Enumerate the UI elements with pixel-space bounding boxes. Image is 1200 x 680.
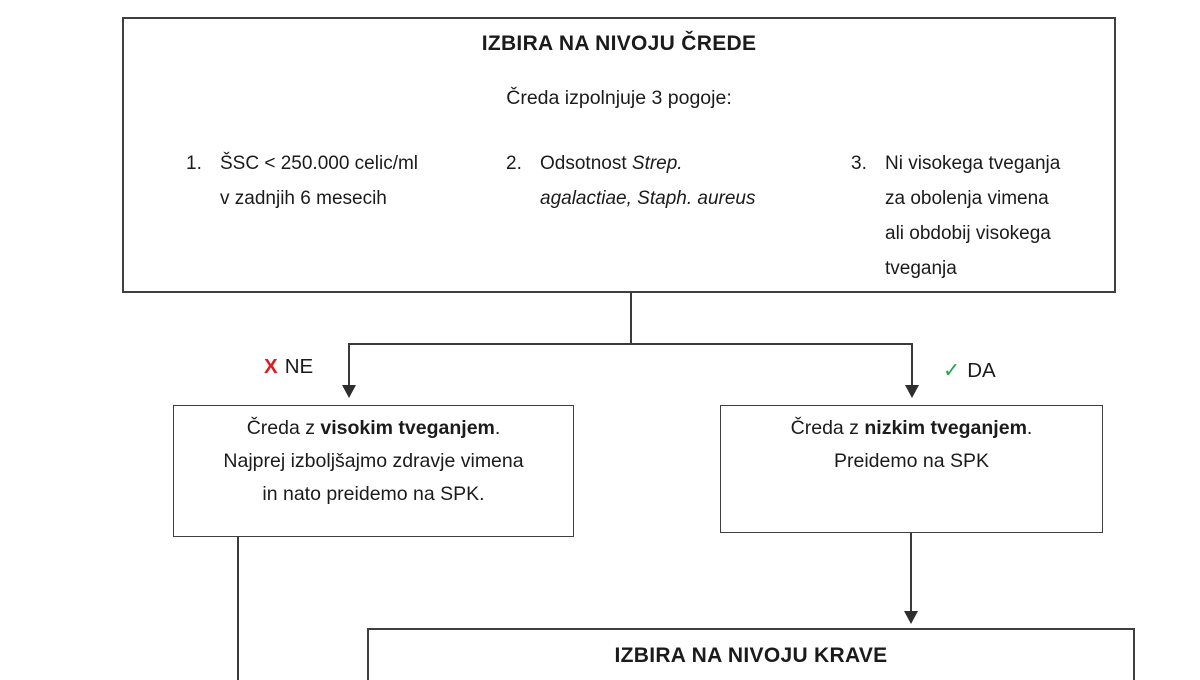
condition-3-line-2: za obolenja vimena	[885, 188, 1049, 209]
condition-3-number: 3.	[851, 153, 867, 174]
condition-2-number: 2.	[506, 153, 522, 174]
low-risk-line-1-bold: nizkim tveganjem	[864, 417, 1027, 439]
herd-level-box: IZBIRA NA NIVOJU ČREDE Čreda izpolnjuje …	[122, 17, 1116, 293]
connector-branch-no	[348, 343, 350, 386]
branch-no-text: NE	[284, 355, 314, 378]
condition-2-line-1-italic: Strep.	[631, 153, 683, 174]
check-mark-icon: ✓	[943, 359, 961, 382]
low-risk-box: Čreda z nizkim tveganjem. Preidemo na SP…	[720, 405, 1103, 533]
condition-3-line-4: tveganja	[885, 258, 957, 279]
condition-1: 1. ŠSC < 250.000 celic/ml v zadnjih 6 me…	[186, 146, 486, 216]
herd-box-subtitle: Čreda izpolnjuje 3 pogoje:	[506, 87, 732, 109]
cow-level-box: IZBIRA NA NIVOJU KRAVE	[367, 628, 1135, 680]
condition-1-text: ŠSC < 250.000 celic/ml v zadnjih 6 mesec…	[220, 146, 418, 216]
condition-2-text: Odsotnost Strep. agalactiae, Staph. aure…	[540, 146, 756, 216]
cow-box-title: IZBIRA NA NIVOJU KRAVE	[614, 644, 888, 667]
condition-2: 2. Odsotnost Strep. agalactiae, Staph. a…	[506, 146, 836, 216]
low-risk-line-1-suffix: .	[1026, 417, 1033, 439]
connector-crossbar	[348, 343, 912, 345]
high-risk-line-1-bold: visokim tveganjem	[320, 417, 495, 439]
arrowhead-no-icon	[342, 385, 356, 398]
condition-1-line-2: v zadnjih 6 mesecih	[220, 188, 387, 209]
low-risk-line-1-prefix: Čreda z	[790, 417, 865, 439]
low-risk-line-2: Preidemo na SPK	[833, 450, 989, 472]
high-risk-line-2: Najprej izboljšajmo zdravje vimena	[223, 450, 524, 472]
low-risk-line-1: Čreda z nizkim tveganjem.	[791, 417, 1033, 439]
connector-stem	[630, 292, 632, 343]
condition-2-line-2-italic: agalactiae, Staph. aureus	[540, 188, 756, 209]
condition-3-text: Ni visokega tveganja za obolenja vimena …	[885, 146, 1060, 286]
branch-label-no: X NE	[264, 355, 313, 379]
condition-3: 3. Ni visokega tveganja za obolenja vime…	[851, 146, 1116, 286]
high-risk-line-1-prefix: Čreda z	[246, 417, 321, 439]
branch-yes-text: DA	[967, 359, 996, 382]
arrowhead-cow-icon	[904, 611, 918, 624]
connector-high-risk-drop	[237, 537, 239, 680]
branch-label-yes: ✓ DA	[943, 358, 996, 383]
high-risk-line-3: in nato preidemo na SPK.	[262, 483, 485, 505]
high-risk-line-1: Čreda z visokim tveganjem.	[247, 417, 501, 439]
condition-3-line-1: Ni visokega tveganja	[885, 153, 1061, 174]
herd-box-title: IZBIRA NA NIVOJU ČREDE	[481, 32, 757, 55]
condition-1-line-1: ŠSC < 250.000 celic/ml	[220, 153, 419, 174]
high-risk-line-1-suffix: .	[494, 417, 501, 439]
condition-3-line-3: ali obdobij visokega	[885, 223, 1051, 244]
condition-1-number: 1.	[186, 153, 202, 174]
high-risk-text: Čreda z visokim tveganjem. Najprej izbol…	[174, 412, 573, 511]
connector-branch-yes	[911, 343, 913, 386]
low-risk-text: Čreda z nizkim tveganjem. Preidemo na SP…	[721, 412, 1102, 478]
connector-low-risk-drop	[910, 533, 912, 613]
arrowhead-yes-icon	[905, 385, 919, 398]
high-risk-box: Čreda z visokim tveganjem. Najprej izbol…	[173, 405, 574, 537]
condition-2-line-1: Odsotnost	[540, 153, 632, 174]
x-mark-icon: X	[264, 355, 278, 378]
